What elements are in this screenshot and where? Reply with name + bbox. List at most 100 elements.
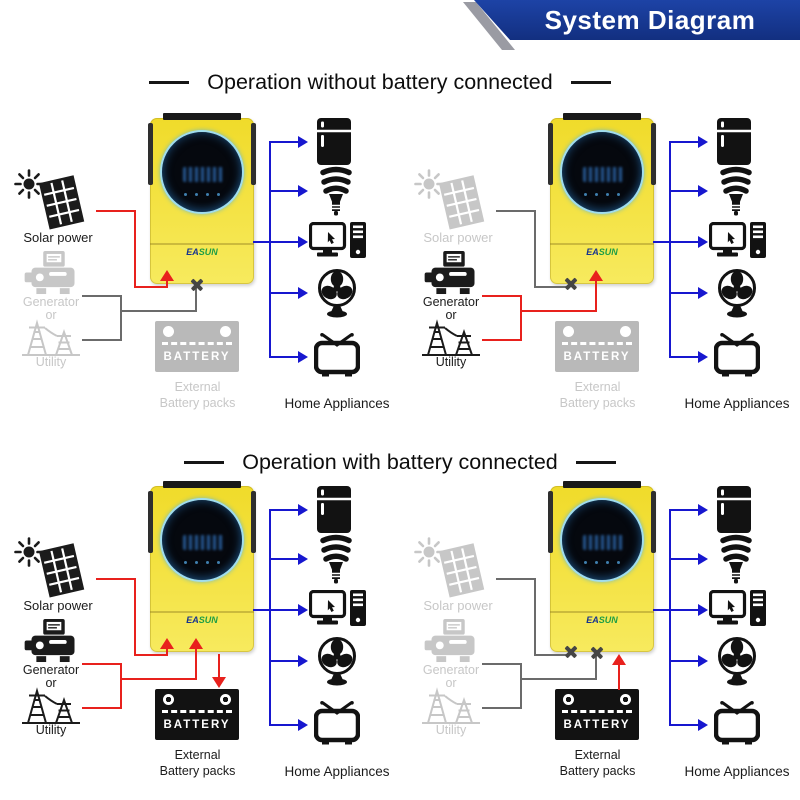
utility-label: Utility [35, 355, 67, 369]
home-appliances-label: Home Appliances [684, 764, 790, 779]
inverter-display-readout [183, 167, 223, 182]
appliance-branch-wire [269, 241, 300, 243]
solar-power-label: Solar power [23, 230, 93, 245]
generator-wire-segment [595, 656, 597, 680]
inverter-panel-seam [550, 611, 654, 613]
generator-wire-segment [482, 663, 522, 665]
solar-wire-segment [134, 578, 136, 656]
appliance-arrow [298, 236, 308, 248]
appliance-bus-segment [253, 241, 270, 243]
utility-icon [422, 687, 480, 724]
fan-icon [718, 637, 756, 686]
solar-blocked-x-icon [564, 645, 578, 659]
inverter-brand-logo: EASUN [586, 247, 618, 257]
generator-label: Generator [22, 295, 80, 309]
solar-wire-segment [96, 210, 136, 212]
generator-wire-segment [120, 663, 122, 709]
tv-icon [714, 701, 760, 745]
inverter-panel-seam [550, 243, 654, 245]
battery-dash-line [162, 710, 232, 713]
generator-blocked-x-icon [590, 646, 604, 660]
generator-icon [424, 251, 475, 295]
battery-caption-line1: External [174, 380, 221, 394]
tv-icon [714, 333, 760, 377]
generator-icon [424, 619, 475, 663]
appliance-branch-wire [269, 509, 300, 511]
battery-terminal-icon [220, 694, 231, 705]
diagram-quadrant: Solar power Generator or [400, 468, 800, 800]
generator-wire-segment [520, 310, 597, 312]
appliance-arrow [298, 136, 308, 148]
appliance-branch-wire [269, 660, 300, 662]
solar-wire-segment [534, 210, 536, 288]
title-dash-right [570, 81, 611, 84]
appliance-arrow [298, 604, 308, 616]
appliance-branch-wire [269, 141, 300, 143]
section-title-without-battery: Operation without battery connected [100, 70, 660, 95]
refrigerator-icon [717, 486, 751, 533]
home-appliances-label: Home Appliances [284, 396, 390, 411]
section-title-text: Operation without battery connected [207, 70, 553, 94]
battery-terminal-icon [163, 694, 174, 705]
appliance-branch-wire [669, 609, 700, 611]
generator-wire-segment [195, 656, 197, 680]
battery-caption: External Battery packs [540, 747, 655, 779]
inverter-terminal-bar [563, 481, 641, 488]
battery-caption-line1: External [574, 748, 621, 762]
generator-wire-segment [482, 295, 522, 297]
battery-dash-line [562, 710, 632, 713]
solar-wire-segment [134, 654, 168, 656]
generator-wire-segment [195, 648, 197, 658]
fan-icon [318, 637, 356, 686]
fan-icon [718, 269, 756, 318]
solar-input-arrow [160, 270, 174, 281]
inverter-indicator-lights [162, 193, 242, 196]
battery-label: BATTERY [563, 719, 631, 731]
inverter-bracket [148, 491, 153, 553]
solar-panel-icon [438, 543, 485, 598]
utility-label: Utility [35, 723, 67, 737]
appliance-branch-wire [669, 141, 700, 143]
appliance-branch-wire [669, 558, 700, 560]
home-appliances-label: Home Appliances [684, 396, 790, 411]
battery-caption-line1: External [174, 748, 221, 762]
generator-wire-segment [82, 663, 122, 665]
utility-label: Utility [435, 355, 467, 369]
utility-wire-segment [82, 339, 122, 341]
generator-label: Generator [422, 295, 480, 309]
solar-panel-icon [438, 175, 485, 230]
refrigerator-icon [717, 118, 751, 165]
title-dash-right [575, 461, 616, 464]
appliance-bus-segment [253, 609, 270, 611]
solar-wire-segment [166, 279, 168, 288]
utility-label: Utility [435, 723, 467, 737]
generator-wire-segment [120, 678, 197, 680]
inverter-bracket [251, 123, 256, 185]
appliance-arrow [698, 185, 708, 197]
inverter-display [560, 130, 644, 214]
title-dash-left [149, 81, 190, 84]
title-banner: System Diagram [474, 0, 800, 40]
appliance-bus-segment [269, 141, 271, 358]
appliance-arrow [698, 351, 708, 363]
generator-icon [24, 619, 75, 663]
utility-wire-segment [482, 707, 522, 709]
solar-wire-segment [134, 286, 168, 288]
solar-wire-segment [166, 647, 168, 656]
appliance-branch-wire [669, 356, 700, 358]
battery-icon: BATTERY [155, 689, 239, 740]
appliance-arrow [698, 287, 708, 299]
appliance-branch-wire [669, 724, 700, 726]
appliance-bus-segment [669, 509, 671, 726]
inverter-display-readout [583, 167, 623, 182]
generator-or-label: or [445, 676, 457, 690]
generator-or-label: or [45, 676, 57, 690]
inverter-display [160, 130, 244, 214]
generator-icon [24, 251, 75, 295]
appliance-branch-wire [669, 190, 700, 192]
generator-wire-segment [520, 663, 522, 709]
computer-icon [709, 590, 766, 626]
appliance-branch-wire [269, 609, 300, 611]
section-title-with-battery: Operation with battery connected [120, 450, 680, 475]
